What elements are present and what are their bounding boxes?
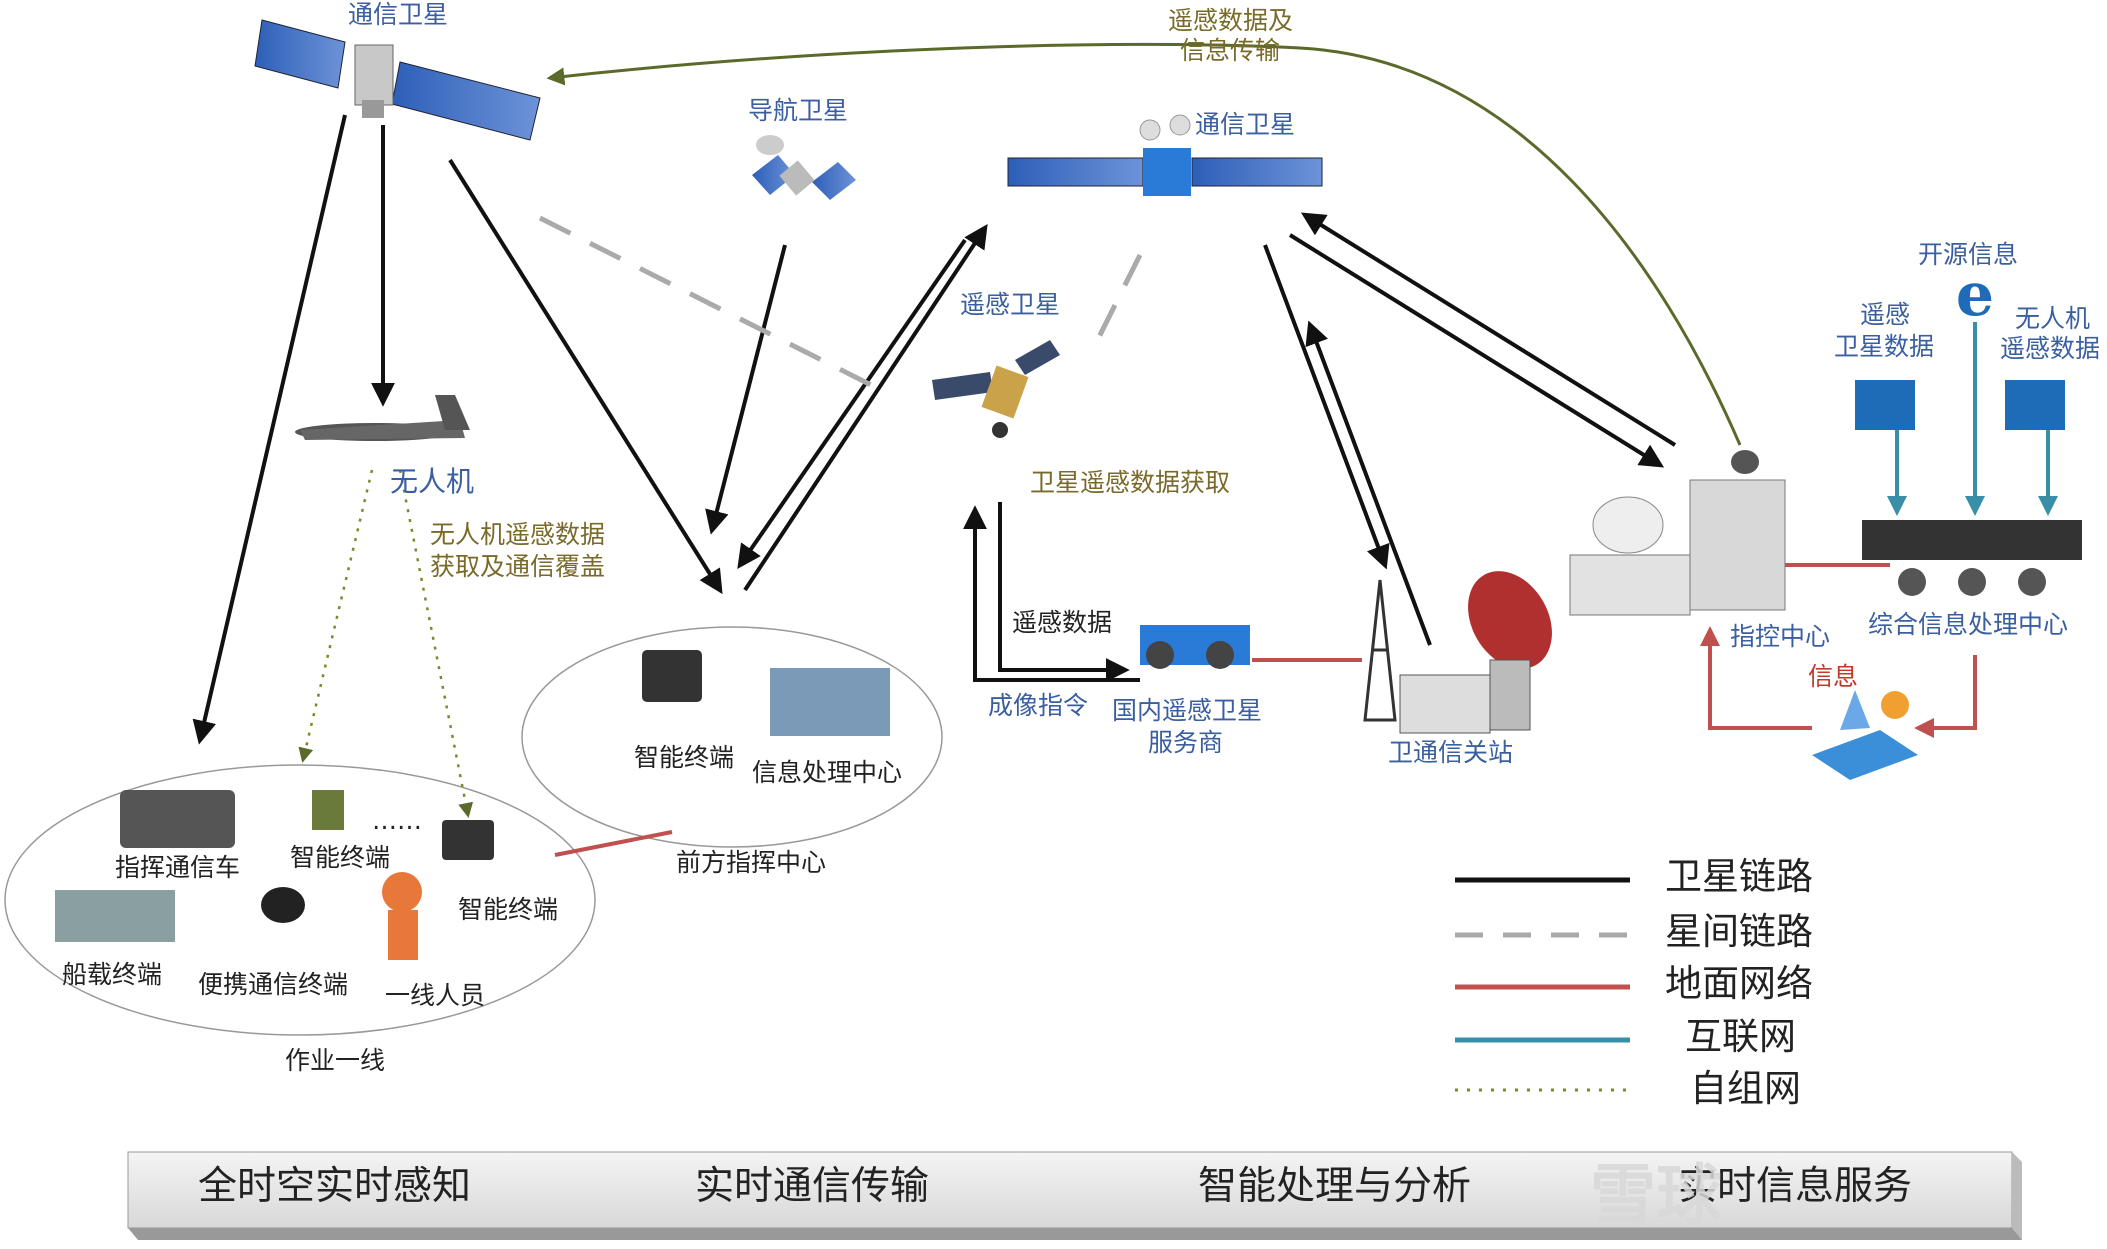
comm-sat-left-label: 通信卫星 — [348, 0, 449, 29]
legend-ground-network: 地面网络 — [1665, 962, 1813, 1005]
nav-sat-label: 导航卫星 — [748, 96, 849, 125]
band-transmission: 实时通信传输 — [695, 1164, 930, 1209]
band-service: 实时信息服务 — [1678, 1164, 1913, 1209]
smart-terminal-front-label: 智能终端 — [634, 743, 735, 772]
rs-data-label: 遥感数据 — [1012, 608, 1113, 637]
smart-terminal-2-label: 智能终端 — [458, 895, 559, 924]
frontline-staff-label: 一线人员 — [385, 981, 486, 1010]
legend-internet: 互联网 — [1685, 1015, 1796, 1058]
gateway-station-icon — [1363, 571, 1552, 734]
uav-rs-data-line1: 无人机 — [2015, 304, 2091, 333]
rs-provider-icon — [1140, 625, 1250, 669]
field-ops-ellipse — [4, 764, 596, 1036]
nav-satellite-icon — [752, 135, 856, 200]
info-center-label: 综合信息处理中心 — [1868, 610, 2069, 639]
cmd-vehicle-label: 指挥通信车 — [115, 853, 241, 882]
ship-terminal-label: 船载终端 — [62, 960, 163, 989]
comm-sat-right-label: 通信卫星 — [1195, 110, 1296, 139]
rs-data-arc — [546, 43, 1742, 446]
command-center-label: 指控中心 — [1730, 622, 1831, 651]
portable-terminal-label: 便携通信终端 — [198, 970, 349, 999]
capability-band — [127, 1151, 2022, 1240]
band-perception: 全时空实时感知 — [198, 1164, 472, 1209]
rs-data-link-line1: 遥感数据及 — [1168, 6, 1294, 35]
field-icons — [55, 790, 494, 960]
rs-satellite-icon — [932, 340, 1060, 438]
inter-sat-links — [538, 215, 1143, 395]
uav-rs-data-line2: 遥感数据 — [2000, 334, 2101, 363]
dots-label: …… — [372, 806, 422, 835]
watermark: 雪球 — [1590, 1157, 1722, 1234]
satellite-links — [192, 114, 1677, 745]
comm-satellite-right-icon — [1007, 114, 1323, 196]
legend-satellite-link: 卫星链路 — [1665, 855, 1813, 898]
band-analysis: 智能处理与分析 — [1198, 1164, 1472, 1209]
uav-note-line1: 无人机遥感数据 — [430, 520, 606, 549]
uav-note-line2: 获取及通信覆盖 — [430, 552, 606, 581]
info-proc-center-label: 信息处理中心 — [752, 758, 903, 787]
comm-satellite-left-icon — [254, 19, 541, 141]
rs-provider-line2: 服务商 — [1148, 728, 1224, 757]
rs-sat-data-line1: 遥感 — [1860, 300, 1911, 329]
field-ops-label: 作业一线 — [285, 1046, 386, 1075]
smart-terminal-1-label: 智能终端 — [290, 843, 391, 872]
rs-sat-data-line2: 卫星数据 — [1834, 332, 1935, 361]
legend-lines — [1455, 877, 1630, 1092]
imaging-cmd-label: 成像指令 — [988, 691, 1089, 720]
svg-text:e: e — [1956, 260, 1994, 330]
uav-label: 无人机 — [390, 465, 475, 498]
internet-links — [1887, 322, 2058, 516]
legend-inter-sat-link: 星间链路 — [1665, 910, 1813, 953]
info-cube-icon — [1812, 690, 1918, 780]
data-screen-icons: e — [1855, 260, 2065, 430]
forward-cmd-ellipse — [521, 626, 943, 848]
gateway-label: 卫通信关站 — [1388, 738, 1514, 767]
sat-rs-acq-label: 卫星遥感数据获取 — [1030, 468, 1231, 497]
info-label: 信息 — [1808, 662, 1859, 691]
uav-icon — [295, 395, 470, 441]
info-center-icon — [1862, 520, 2082, 596]
rs-sat-label: 遥感卫星 — [960, 290, 1061, 319]
legend-adhoc: 自组网 — [1690, 1067, 1801, 1110]
rs-provider-line1: 国内遥感卫星 — [1112, 696, 1263, 725]
ground-links — [554, 563, 1977, 857]
forward-center-icons — [642, 650, 890, 736]
command-center-building-icon — [1569, 450, 1786, 616]
open-info-label: 开源信息 — [1918, 240, 2019, 269]
rs-data-link-line2: 信息传输 — [1180, 36, 1281, 65]
forward-cmd-label: 前方指挥中心 — [676, 848, 827, 877]
